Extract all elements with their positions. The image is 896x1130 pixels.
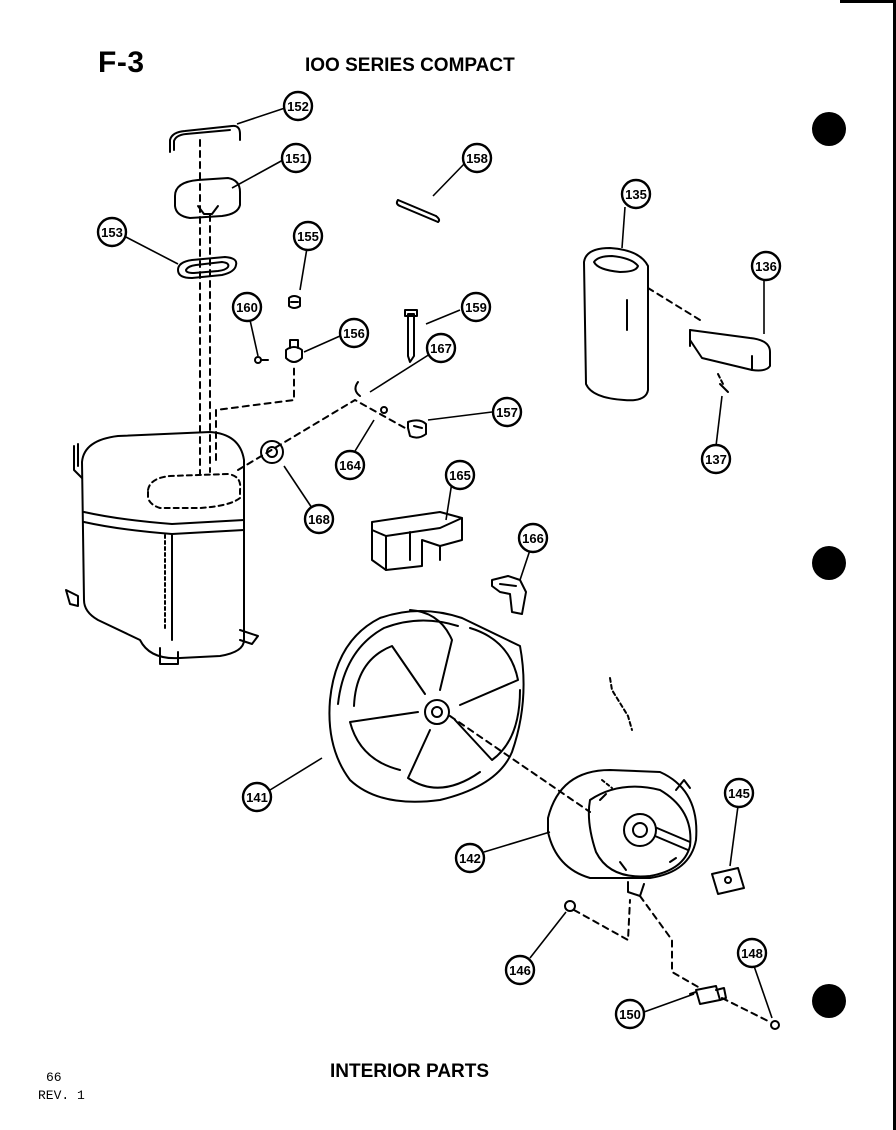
part-compressor-drawing — [65, 431, 259, 665]
part-clamp-drawing — [407, 419, 427, 439]
callout-152: 152 — [282, 90, 314, 122]
page-edge-top — [840, 0, 896, 3]
svg-text:166: 166 — [522, 531, 544, 546]
svg-text:160: 160 — [236, 300, 258, 315]
part-mount-drawing — [285, 339, 303, 363]
callout-145: 145 — [723, 777, 755, 809]
callout-142: 142 — [454, 842, 486, 874]
part-gasket-drawing — [177, 256, 238, 279]
svg-text:167: 167 — [430, 341, 452, 356]
callout-166: 166 — [517, 522, 549, 554]
callout-160: 160 — [231, 291, 263, 323]
part-overload-drawing — [260, 440, 284, 464]
part-isolator-mount-drawing — [689, 985, 727, 1005]
svg-text:153: 153 — [101, 225, 123, 240]
part-bracket-clip-drawing — [491, 575, 527, 615]
part-screw-drawing — [380, 406, 388, 414]
svg-text:158: 158 — [466, 151, 488, 166]
part-screw-small-drawing — [254, 356, 269, 364]
part-fan-blade-drawing — [328, 609, 525, 803]
svg-text:165: 165 — [449, 468, 471, 483]
part-pin-drawing — [395, 199, 441, 223]
part-shroud-bracket-drawing — [371, 511, 463, 571]
svg-text:135: 135 — [625, 187, 647, 202]
callout-164: 164 — [334, 449, 366, 481]
page-number: 66 — [46, 1070, 62, 1085]
part-wire-drawing — [354, 381, 361, 397]
svg-text:157: 157 — [496, 405, 518, 420]
callout-168: 168 — [303, 503, 335, 535]
part-capacitor-strap-drawing — [689, 329, 771, 372]
callout-141: 141 — [241, 781, 273, 813]
svg-text:137: 137 — [705, 452, 727, 467]
callout-labels: 152 151 153 155 158 135 136 160 156 159 … — [96, 90, 782, 1030]
part-capacitor-drawing — [583, 247, 649, 402]
callout-156: 156 — [338, 317, 370, 349]
part-grommet-drawing — [288, 295, 301, 309]
part-fan-motor-drawing — [547, 769, 698, 897]
binder-hole-bottom — [812, 984, 846, 1018]
section-title: INTERIOR PARTS — [330, 1061, 490, 1082]
binder-hole-top — [812, 112, 846, 146]
callout-155: 155 — [292, 220, 324, 252]
svg-text:164: 164 — [339, 458, 361, 473]
part-washer-drawing — [564, 900, 576, 912]
svg-text:151: 151 — [285, 151, 307, 166]
svg-text:159: 159 — [465, 300, 487, 315]
revision-label: REV. 1 — [38, 1088, 85, 1103]
callout-135: 135 — [620, 178, 652, 210]
binder-hole-middle — [812, 546, 846, 580]
part-terminal-cover-drawing — [174, 177, 241, 219]
part-clip-drawing — [169, 124, 241, 153]
svg-text:148: 148 — [741, 946, 763, 961]
svg-text:146: 146 — [509, 963, 531, 978]
page-edge-right — [893, 0, 896, 1130]
svg-text:145: 145 — [728, 786, 750, 801]
callout-137: 137 — [700, 443, 732, 475]
svg-text:168: 168 — [308, 512, 330, 527]
callout-150: 150 — [614, 998, 646, 1030]
callout-158: 158 — [461, 142, 493, 174]
callout-153: 153 — [96, 216, 128, 248]
part-plate-drawing — [711, 867, 745, 895]
svg-text:142: 142 — [459, 851, 481, 866]
callout-136: 136 — [750, 250, 782, 282]
part-long-bolt-drawing — [404, 309, 418, 363]
callout-148: 148 — [736, 937, 768, 969]
callout-167: 167 — [425, 332, 457, 364]
svg-text:150: 150 — [619, 1007, 641, 1022]
svg-text:152: 152 — [287, 99, 309, 114]
svg-text:156: 156 — [343, 326, 365, 341]
callout-159: 159 — [460, 291, 492, 323]
series-title: IOO SERIES COMPACT — [305, 55, 515, 76]
callout-157: 157 — [491, 396, 523, 428]
svg-text:155: 155 — [297, 229, 319, 244]
svg-text:136: 136 — [755, 259, 777, 274]
figure-code: F-3 — [98, 46, 145, 79]
callout-146: 146 — [504, 954, 536, 986]
callout-165: 165 — [444, 459, 476, 491]
callout-151: 151 — [280, 142, 312, 174]
svg-text:141: 141 — [246, 790, 268, 805]
